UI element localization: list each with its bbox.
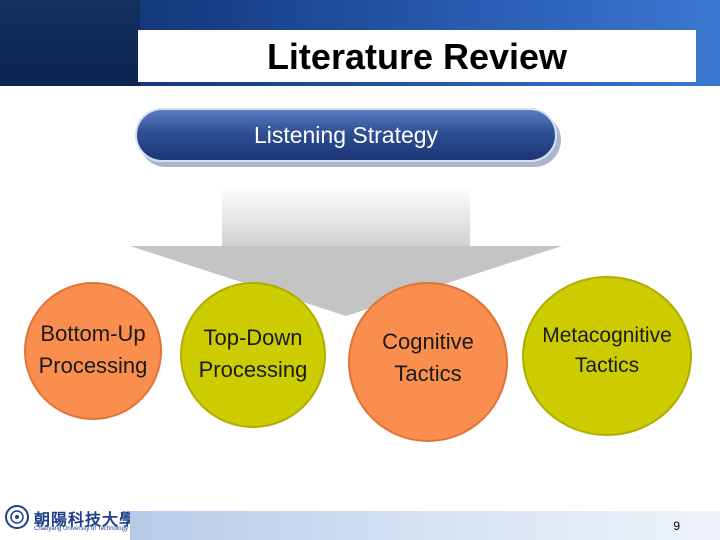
university-logo-icon xyxy=(5,505,29,529)
central-node-pill: Listening Strategy xyxy=(135,108,557,162)
node-label-line2: Processing xyxy=(198,357,308,382)
node-label-line1: Metacognitive xyxy=(542,324,672,347)
arrow-stem xyxy=(222,186,470,246)
node-label-line2: Tactics xyxy=(574,354,640,377)
node-metacognitive-tactics: Metacognitive Tactics xyxy=(522,276,692,436)
arrow-head-icon xyxy=(130,246,562,316)
node-label-line1: Cognitive xyxy=(382,329,474,354)
logo-subtext: Chaoyang University of Technology xyxy=(34,526,128,532)
node-label-line2: Tactics xyxy=(394,361,462,386)
logo-text: 朝陽科技大學 xyxy=(34,510,137,529)
central-node-label: Listening Strategy xyxy=(253,122,439,148)
page-number: 9 xyxy=(673,519,680,533)
node-cognitive-tactics: Cognitive Tactics xyxy=(348,282,508,442)
slide-title: Literature Review xyxy=(266,36,568,77)
node-top-down-processing: Top-Down Processing xyxy=(180,282,326,428)
node-label-line1: Top-Down xyxy=(203,325,303,350)
footer-band: 9 xyxy=(130,511,720,540)
title-box: Literature Review xyxy=(138,30,696,82)
node-label-line1: Bottom-Up xyxy=(40,321,146,346)
node-label-line2: Processing xyxy=(38,353,148,378)
header-dark-block xyxy=(0,0,140,86)
node-bottom-up-processing: Bottom-Up Processing xyxy=(24,282,162,420)
